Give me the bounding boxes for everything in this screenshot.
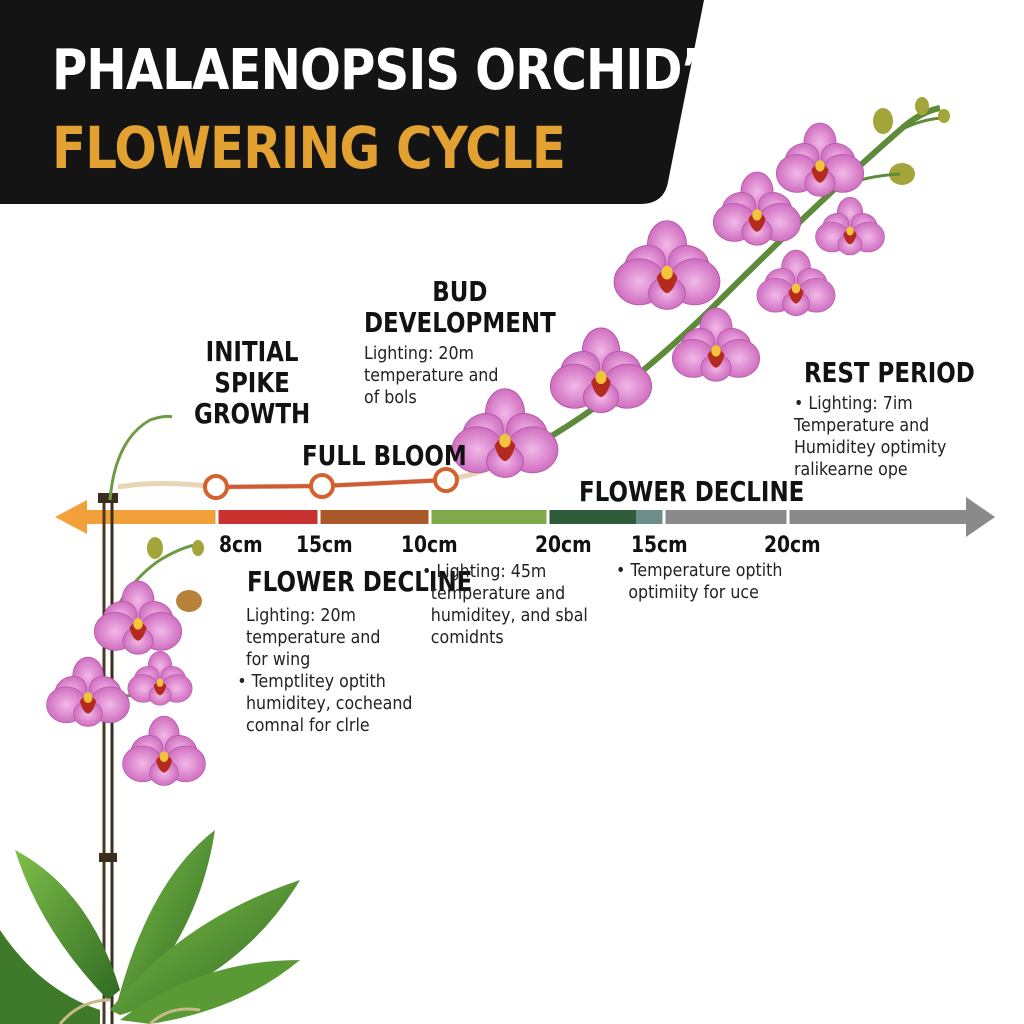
stage-marker xyxy=(309,473,335,499)
tick-label: 10cm xyxy=(401,533,458,558)
tick-label: 20cm xyxy=(535,533,592,558)
stage-rest-period: REST PERIOD xyxy=(804,356,975,389)
stage-flower-decline-top: FLOWER DECLINE xyxy=(579,475,805,508)
stage-flower-decline-bottom: FLOWER DECLINE xyxy=(247,565,473,598)
stage-bud-development: BUD DEVELOPMENT xyxy=(364,275,556,339)
rest-period-desc: • Lighting: 7im Temperature and Humidite… xyxy=(794,393,947,480)
stage-full-bloom: FULL BLOOM xyxy=(302,439,467,472)
stage-marker xyxy=(203,474,229,500)
right-desc: • Temperature optith optimiity for uce xyxy=(616,560,783,603)
flower-decline-desc: Lighting: 20m temperature and for wing •… xyxy=(237,605,413,736)
header-banner xyxy=(0,0,704,204)
middle-desc: • Lighting: 45m temperature and humidite… xyxy=(422,561,588,648)
timeline-arrow xyxy=(55,497,995,537)
tick-label: 20cm xyxy=(764,533,821,558)
title-line-2: FLOWERING CYCLE xyxy=(52,114,566,182)
bud-development-desc: Lighting: 20m temperature and of bols xyxy=(364,343,499,408)
tick-label: 15cm xyxy=(631,533,688,558)
stage-marker xyxy=(433,467,459,493)
title-line-1: PHALAENOPSIS ORCHID’S xyxy=(52,38,734,103)
tick-label: 15cm xyxy=(296,533,353,558)
stage-initial-spike-growth: INITIAL SPIKE GROWTH xyxy=(194,335,311,430)
tick-label: 8cm xyxy=(219,533,263,558)
